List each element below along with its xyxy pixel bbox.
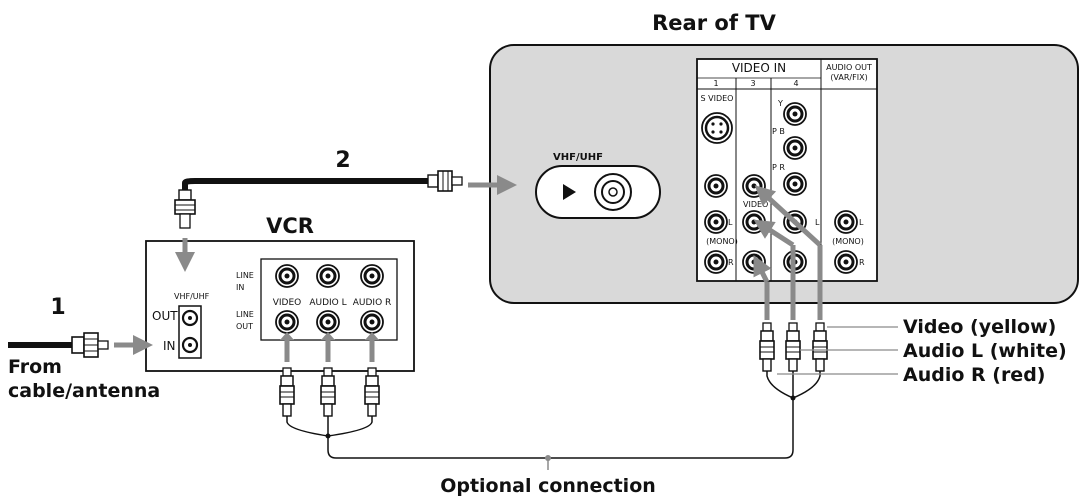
tv-jack-y-icon xyxy=(782,101,808,127)
vcr-line-in-label-2: IN xyxy=(236,283,244,292)
tv-jack-r1-icon xyxy=(703,249,729,275)
optional-connection-label: Optional connection xyxy=(440,475,656,497)
tv-audio-r-plug-icon xyxy=(759,322,775,372)
page-title: Rear of TV xyxy=(652,11,776,35)
s-video-jack-icon xyxy=(701,112,733,144)
tv-jack-out-r-icon xyxy=(833,249,859,275)
vcr-line-in-audio-r-jack-icon xyxy=(359,263,385,289)
tv-video-in-label: VIDEO IN xyxy=(732,61,786,75)
legend-leaders xyxy=(777,326,898,375)
cable-vcr-to-tv xyxy=(174,170,517,272)
tv-jack-out-l-icon xyxy=(833,209,859,235)
tv-out-r-label: R xyxy=(859,258,865,267)
tv-pb-label: P B xyxy=(772,127,785,136)
tv-pr-label: P R xyxy=(772,163,785,172)
cable-from-antenna xyxy=(8,332,153,358)
vcr-line-out-audio-l-jack-icon xyxy=(315,309,341,335)
tv-y-label: Y xyxy=(777,99,783,108)
tv-col-3-label: 3 xyxy=(750,79,755,88)
legend-audio-r: Audio R (red) xyxy=(903,364,1045,386)
vcr-audio-r-label: AUDIO R xyxy=(353,298,392,308)
vcr-audio-l-label: AUDIO L xyxy=(309,298,346,308)
tv-jack-pr-icon xyxy=(782,171,808,197)
source-label-line-2: cable/antenna xyxy=(8,380,160,402)
legend-audio-l: Audio L (white) xyxy=(903,340,1067,362)
tv-out-l-label: L xyxy=(859,218,864,227)
tv-l4-label: L xyxy=(815,218,820,227)
tv-audio-l-plug-icon xyxy=(785,322,801,372)
legend-video: Video (yellow) xyxy=(903,316,1056,338)
vcr-line-out-label-2: OUT xyxy=(236,322,253,331)
vcr-video-plug-icon xyxy=(279,367,295,417)
tv-video-row-label: VIDEO xyxy=(743,200,768,209)
vcr-title: VCR xyxy=(266,214,314,238)
source-label-line-1: From xyxy=(8,356,62,378)
vcr-rca-plugs xyxy=(279,332,380,439)
vcr-line-in-video-jack-icon xyxy=(274,263,300,289)
vcr-line-in-audio-l-jack-icon xyxy=(315,263,341,289)
step-1-label: 1 xyxy=(50,295,65,320)
tv-col-1-label: 1 xyxy=(713,79,718,88)
tv-col-4-label: 4 xyxy=(793,79,798,88)
vcr-video-label: VIDEO xyxy=(273,298,302,308)
vcr-line-out-audio-r-jack-icon xyxy=(359,309,385,335)
tv-rca-plugs xyxy=(753,185,828,401)
vcr-line-out-video-jack-icon xyxy=(274,309,300,335)
tv-jack-pb-icon xyxy=(782,135,808,161)
vcr-line-out-label-1: LINE xyxy=(236,310,254,319)
tv-vhf-uhf-input: VHF/UHF xyxy=(535,152,661,219)
tv-out-mono-label: (MONO) xyxy=(832,237,864,246)
tv-jack-panel: VIDEO IN 1 3 4 AUDIO OUT (VAR/FIX) S VID… xyxy=(696,58,878,282)
vcr-in-label: IN xyxy=(163,339,176,353)
tv-jack-l1-icon xyxy=(703,209,729,235)
vcr-out-label: OUT xyxy=(152,309,178,323)
vcr-line-in-label-1: LINE xyxy=(236,271,254,280)
tv-r1-label: R xyxy=(728,258,734,267)
tv-jack-video1-icon xyxy=(703,173,729,199)
tv-l1-label: L xyxy=(728,218,733,227)
tv-vhf-uhf-label: VHF/UHF xyxy=(553,152,603,163)
optional-connection-cable xyxy=(327,398,794,470)
vcr-vhf-uhf-label: VHF/UHF xyxy=(174,292,210,301)
tv-s-video-label: S VIDEO xyxy=(701,94,734,103)
vcr-audio-l-plug-icon xyxy=(320,367,336,417)
tv-audio-out-label: AUDIO OUT xyxy=(826,63,872,72)
play-arrow-icon xyxy=(563,184,576,200)
vcr-audio-r-plug-icon xyxy=(364,367,380,417)
tv-audio-out-mode-label: (VAR/FIX) xyxy=(830,73,867,82)
tv-video-plug-icon xyxy=(812,322,828,372)
tv-mono-label: (MONO) xyxy=(706,237,738,246)
tv-jack-l3-icon xyxy=(741,209,767,235)
step-2-label: 2 xyxy=(335,148,350,173)
